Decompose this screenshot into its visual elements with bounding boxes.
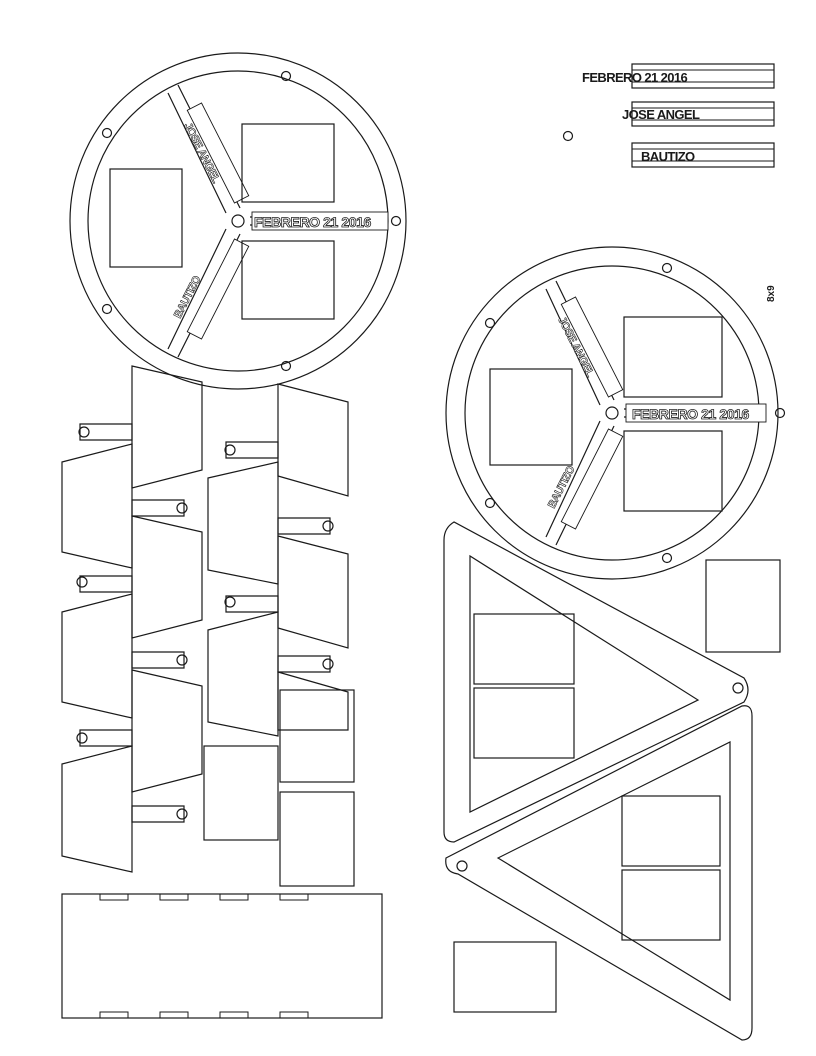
name-plate-date-text: FEBRERO 21 2016 <box>582 70 688 85</box>
box-piece-bottom <box>453 941 557 1013</box>
triangle-upper <box>443 521 749 843</box>
box-piece-3 <box>203 745 279 841</box>
name-plates: FEBRERO 21 2016 JOSE ANGEL BAUTIZO <box>562 63 775 168</box>
name-plate-date: FEBRERO 21 2016 <box>582 63 775 89</box>
zig-piece-4 <box>207 517 349 737</box>
name-plate-surname: BAUTIZO <box>631 142 775 168</box>
side-note: 8x9 <box>766 285 777 302</box>
base-panel-notches <box>99 894 309 1018</box>
disc-right-date: FEBRERO 21 2016 <box>632 406 750 422</box>
name-plate-name-text: JOSE ANGEL <box>622 107 700 122</box>
disc-top-left-date: FEBRERO 21 2016 <box>254 214 372 230</box>
tab-pieces <box>61 365 383 1019</box>
box-piece-right <box>705 559 781 653</box>
zig-piece-5 <box>61 651 203 873</box>
loose-hole <box>562 130 574 142</box>
zig-piece-6 <box>277 655 349 731</box>
triangle-lower <box>445 705 753 1041</box>
box-piece-2 <box>279 791 355 887</box>
disc-right: FEBRERO 21 2016 JOSE ANGEL BAUTIZO <box>445 246 786 580</box>
name-plate-surname-text: BAUTIZO <box>641 149 695 164</box>
box-piece-1 <box>279 689 355 783</box>
base-panel <box>61 893 383 1019</box>
name-plate-name: JOSE ANGEL <box>622 101 775 127</box>
disc-top-left: FEBRERO 21 2016 JOSE ANGEL BAUTIZO <box>69 52 407 390</box>
